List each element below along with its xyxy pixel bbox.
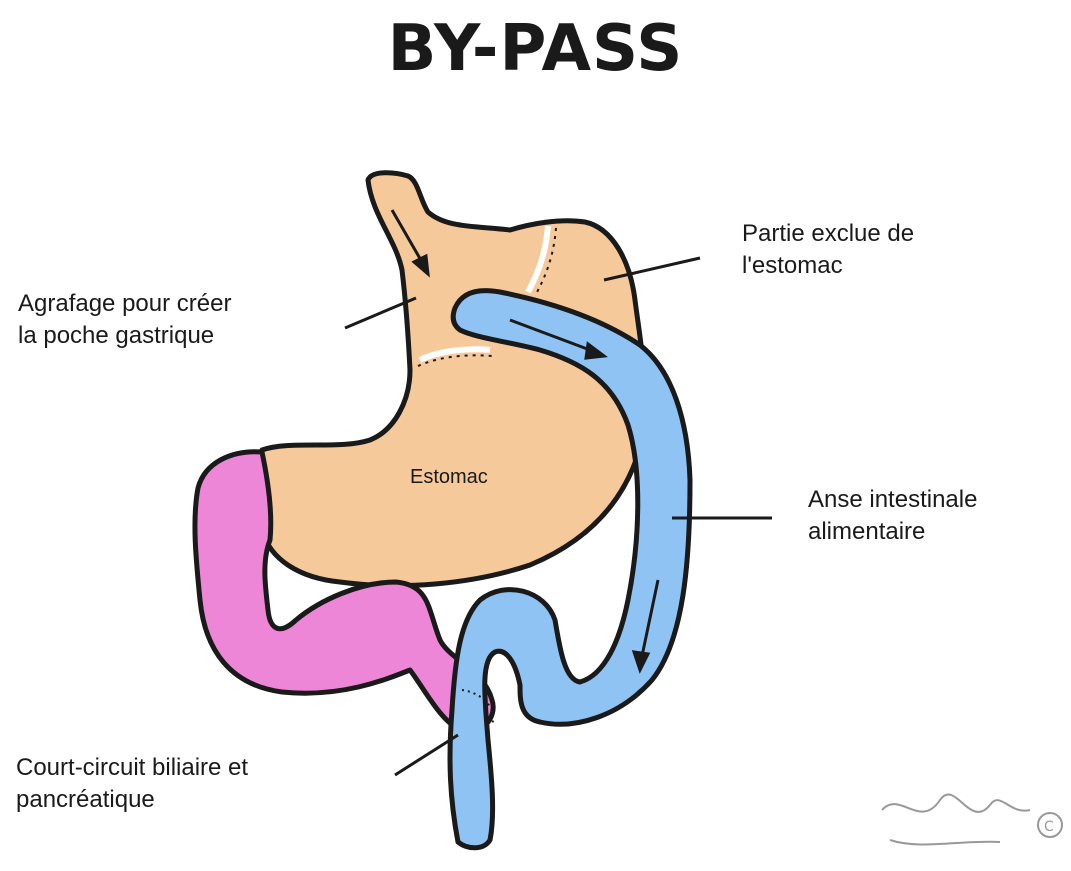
label-excluded-line1: Partie exclue de [742,218,914,250]
label-alimentary-loop: Anse intestinale alimentaire [808,484,977,548]
label-stomach: Estomac [410,466,488,489]
svg-text:C: C [1044,819,1054,835]
signature-mark: C [882,794,1062,844]
label-bypass-line2: pancréatique [16,784,248,816]
label-stapling-line2: la poche gastrique [18,320,231,352]
label-alimentary-line2: alimentaire [808,516,977,548]
label-excluded-line2: l'estomac [742,250,914,282]
label-stapling: Agrafage pour créer la poche gastrique [18,288,231,352]
label-excluded-part: Partie exclue de l'estomac [742,218,914,282]
label-alimentary-line1: Anse intestinale [808,484,977,516]
label-bypass-circuit: Court-circuit biliaire et pancréatique [16,752,248,816]
label-stapling-line1: Agrafage pour créer [18,288,231,320]
stomach-shape [254,173,645,586]
label-bypass-line1: Court-circuit biliaire et [16,752,248,784]
